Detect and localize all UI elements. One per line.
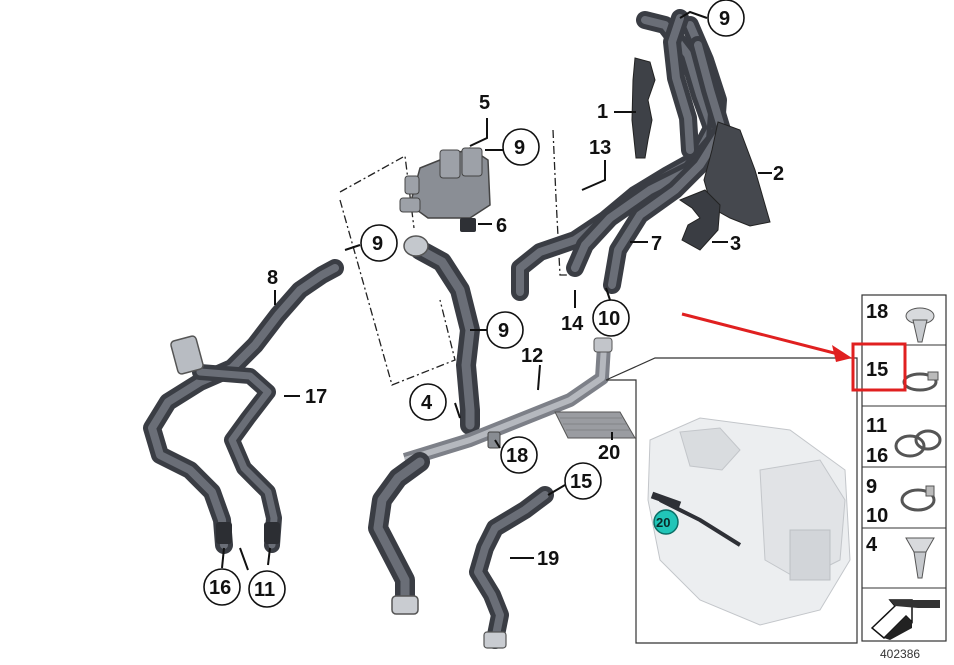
clip-3 [678,189,721,251]
spring-clamp-icon [894,429,942,458]
bracket-2 [703,121,771,227]
callout-15: 15 [570,471,592,493]
hose-8-17 [143,259,344,554]
callout-13: 13 [589,137,611,159]
callout-9d: 9 [498,320,509,342]
callout-18: 18 [506,445,528,467]
legend-panel: 18 15 11 16 9 10 4 [861,294,947,642]
callout-18-circle [500,436,538,474]
callout-7: 7 [651,233,662,255]
callout-9a-circle [707,0,745,37]
callout-4-circle [409,383,447,421]
callout-20: 20 [598,442,620,464]
callout-14: 14 [561,313,584,335]
callout-6: 6 [496,215,507,237]
callout-9c-circle [360,224,398,262]
legend-item-15: 15 [866,359,888,381]
connector-6 [460,218,476,232]
callout-8: 8 [267,267,278,289]
callout-3: 3 [730,233,741,255]
legend-item-4: 4 [866,534,878,556]
legend-item-11: 11 [866,415,887,437]
expanding-rivet-icon [905,537,935,579]
callout-12: 12 [521,345,543,367]
inset-view: 20 [605,357,858,644]
hose-13-7-9 [511,9,731,301]
bracket-1 [631,57,656,159]
callout-16-circle [203,568,241,606]
callout-1: 1 [597,101,608,123]
hose-lower-left [368,452,430,615]
band-clamp-icon [900,485,936,512]
callout-9b: 9 [514,137,525,159]
bracket-group-4 [339,199,456,386]
callout-9b-circle [502,128,540,166]
highlight-annotation [681,312,907,392]
legend-item-16: 16 [866,445,888,467]
arrow-icon [870,599,940,640]
callout-10-circle [592,299,630,337]
callout-17: 17 [305,386,327,408]
legend-item-9: 9 [866,476,877,498]
callout-5: 5 [479,92,490,114]
inset-marker-circle [653,509,679,535]
callout-11: 11 [254,579,275,601]
inset-marker: 20 [656,515,670,530]
callout-9c: 9 [372,233,383,255]
callout-9d-circle [486,311,524,349]
bracket-group-9 [339,154,415,229]
callout-9a: 9 [719,8,730,30]
callout-11-circle [248,570,286,608]
callout-10: 10 [598,308,620,330]
callout-19: 19 [537,548,559,570]
callout-15-circle [564,462,602,500]
hose-19 [469,486,554,649]
callout-4: 4 [421,392,433,414]
callout-2: 2 [773,163,784,185]
legend-item-10: 10 [866,505,888,527]
valve-5 [399,147,491,219]
bracket-group-14 [552,129,572,276]
drawing-number: 402386 [880,647,920,661]
legend-item-18: 18 [866,301,888,323]
filter-pad-20 [554,411,636,439]
pipe-12 [402,337,613,467]
screw-icon [905,307,935,343]
callout-16: 16 [209,577,231,599]
